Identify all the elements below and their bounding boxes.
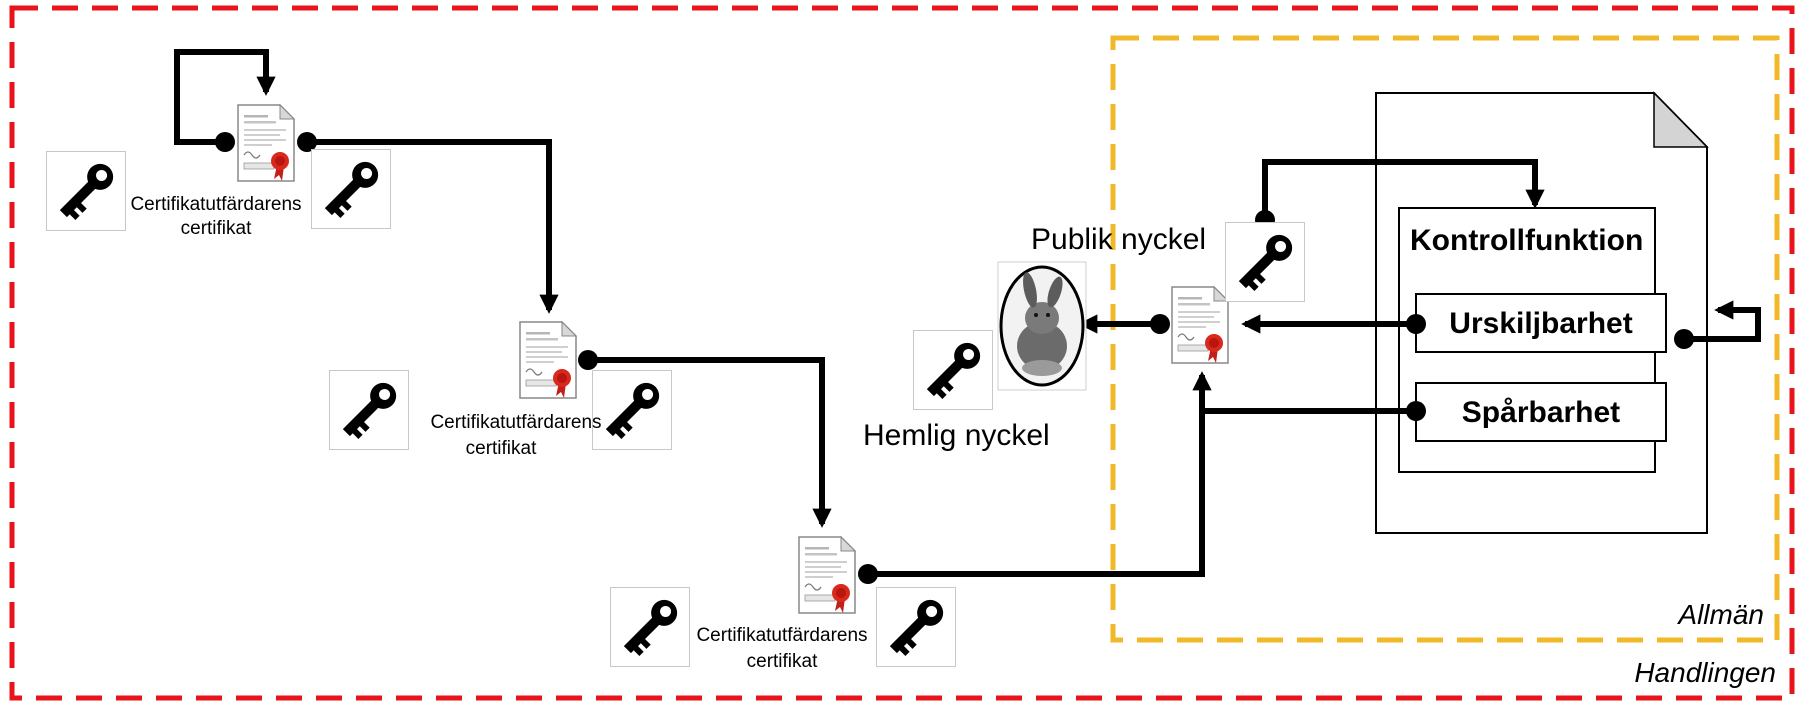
region-handlingen xyxy=(9,5,1795,701)
key-icon xyxy=(329,370,409,450)
key-icon xyxy=(610,587,690,667)
ca-cert-1-line1: Certifikatutfärdarens xyxy=(130,194,301,215)
secret-key-label: Hemlig nyckel xyxy=(863,419,1050,452)
connector-publickey-kontroll xyxy=(1262,159,1545,220)
dot xyxy=(1674,329,1694,349)
dot xyxy=(1406,314,1426,334)
connector-self-loop xyxy=(174,49,276,145)
ca-cert-2-line2: certifikat xyxy=(466,438,537,459)
user-certificate-icon xyxy=(1171,286,1229,364)
dot xyxy=(215,132,235,152)
region-handlingen-label: Handlingen xyxy=(1634,657,1776,688)
secret-key-icon xyxy=(913,330,993,410)
connector-cert3-usercert xyxy=(868,371,1212,577)
region-allman-label: Allmän xyxy=(1676,599,1764,630)
kontrollfunktion-title: Kontrollfunktion xyxy=(1410,224,1643,257)
key-icon xyxy=(46,151,126,231)
public-key-label: Publik nyckel xyxy=(1031,223,1206,256)
sparbarhet-box xyxy=(1415,382,1667,442)
urskiljbarhet-box xyxy=(1415,293,1667,353)
ca-cert-2-line1: Certifikatutfärdarens xyxy=(430,412,601,433)
key-icon xyxy=(592,370,672,450)
certificate-icon xyxy=(237,104,295,182)
certificate-icon xyxy=(798,536,856,614)
sparbarhet-label: Spårbarhet xyxy=(1462,396,1620,429)
ca-cert-3-line2: certifikat xyxy=(747,651,818,672)
public-key-icon xyxy=(1225,222,1305,302)
urskiljbarhet-label: Urskiljbarhet xyxy=(1449,307,1632,340)
ca-cert-3-line1: Certifikatutfärdarens xyxy=(696,625,867,646)
rabbit-photo xyxy=(997,261,1087,391)
connector-cert2-cert3 xyxy=(588,357,832,528)
connector-cert1-cert2 xyxy=(307,139,559,314)
dot xyxy=(1150,314,1170,334)
dot xyxy=(858,564,878,584)
key-icon xyxy=(876,587,956,667)
key-icon xyxy=(311,149,391,229)
dot xyxy=(1406,401,1426,421)
dot xyxy=(297,132,317,152)
certificate-icon xyxy=(519,321,577,399)
dot xyxy=(578,350,598,370)
connector-kontroll-loop xyxy=(1684,300,1761,342)
ca-cert-1-line2: certifikat xyxy=(181,218,252,239)
region-allman xyxy=(1110,35,1780,643)
